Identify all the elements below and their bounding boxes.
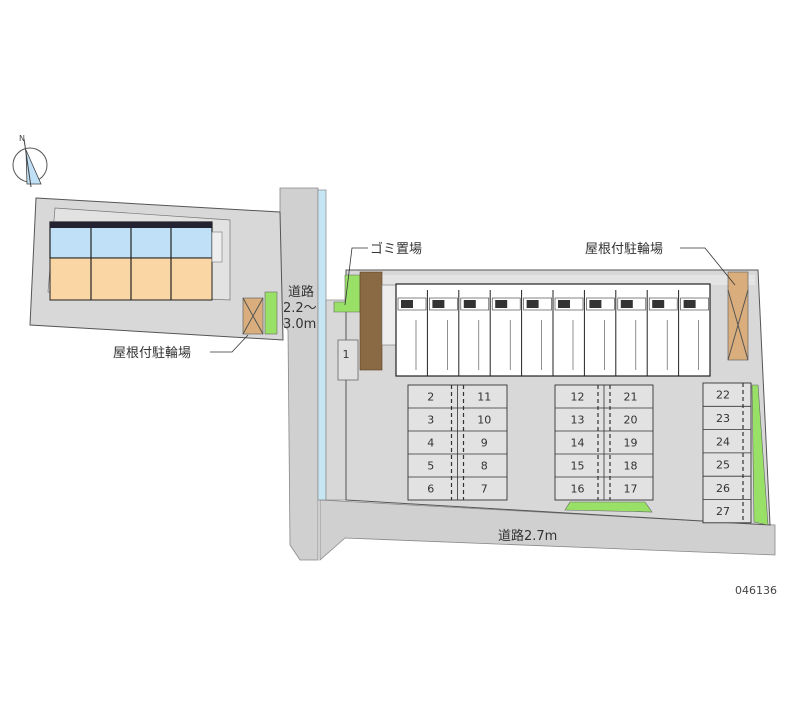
parking-spot-number: 18	[624, 460, 638, 473]
right-green-strip	[751, 384, 769, 526]
unit-fixture	[558, 300, 570, 308]
parking-spot-number: 4	[427, 437, 434, 450]
parking-spot-number: 16	[571, 483, 585, 496]
parking-spot-number: 27	[716, 505, 730, 518]
road-vertical-label-3: 3.0m	[283, 317, 316, 332]
parking-spot-1: 1	[337, 339, 359, 381]
unit-fixture	[652, 300, 665, 308]
parking-spot-number: 8	[481, 460, 488, 473]
parking-spot-number: 22	[716, 389, 730, 402]
unit-fixture	[526, 300, 539, 308]
left-bike-shelter	[242, 297, 264, 335]
compass-icon: N	[12, 134, 48, 188]
parking-spot-number: 15	[571, 460, 585, 473]
road-vertical-label-1: 道路	[288, 284, 314, 300]
parking-spot-number: 11	[477, 391, 491, 404]
right-bike-shelter	[727, 271, 749, 361]
parking-spot-number: 14	[571, 437, 585, 450]
brick-path	[359, 271, 383, 371]
parking-spot-number: 5	[427, 460, 434, 473]
parking-spot-number: 20	[624, 414, 638, 427]
parking-spot-number: 10	[477, 414, 491, 427]
bike-shelter-label-left: 屋根付駐輪場	[113, 345, 191, 361]
water-channel	[317, 189, 327, 501]
main-building	[395, 283, 711, 377]
road-vertical-label-2: 2.2〜	[283, 301, 317, 316]
svg-text:1: 1	[343, 348, 350, 361]
parking-spot-number: 6	[427, 483, 434, 496]
parking-spot-number: 12	[571, 391, 585, 404]
left-building	[49, 221, 223, 301]
garbage-area-label: ゴミ置場	[370, 241, 422, 257]
unit-fixture	[401, 300, 413, 308]
parking-spot-number: 21	[624, 391, 638, 404]
parking-spot-number: 24	[716, 435, 730, 448]
bottom-green-strip	[564, 501, 653, 513]
unit-fixture	[432, 300, 445, 308]
compass-north-label: N	[19, 134, 25, 143]
road-bottom-label: 道路2.7m	[498, 528, 557, 544]
property-code: 046136	[735, 584, 777, 597]
vertical-road	[279, 187, 319, 561]
parking-spot-number: 17	[624, 483, 638, 496]
unit-fixture	[620, 300, 633, 308]
parking-spot-number: 23	[716, 412, 730, 425]
parking-spot-number: 26	[716, 482, 730, 495]
left-green-strip	[264, 291, 278, 335]
garbage-area-green	[333, 274, 361, 313]
parking-spot-number: 3	[427, 414, 434, 427]
unit-fixture	[463, 300, 476, 308]
parking-spot-number: 19	[624, 437, 638, 450]
parking-spot-number: 13	[571, 414, 585, 427]
unit-fixture	[589, 300, 602, 308]
unit-fixture	[683, 300, 696, 308]
parking-spot-number: 2	[427, 391, 434, 404]
parking-spot-number: 7	[481, 483, 488, 496]
bike-shelter-label-right: 屋根付駐輪場	[585, 241, 663, 257]
unit-fixture	[495, 300, 508, 308]
parking-spot-number: 25	[716, 459, 730, 472]
parking-spot-number: 9	[481, 437, 488, 450]
